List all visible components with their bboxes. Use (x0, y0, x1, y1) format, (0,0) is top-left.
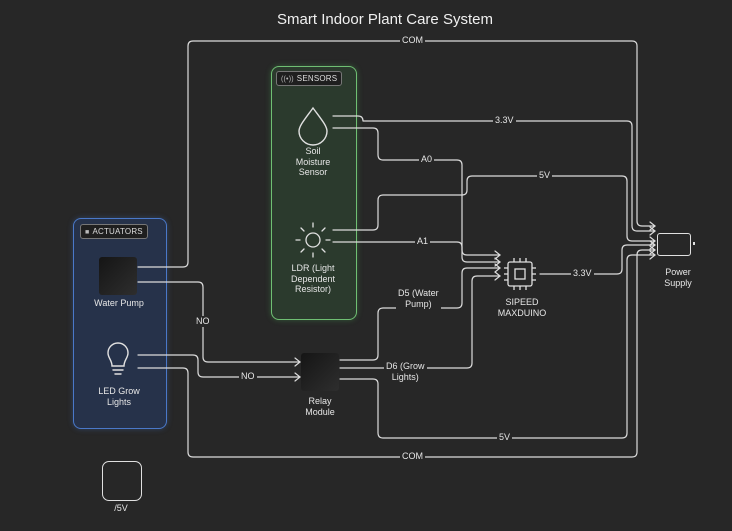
wire-label-5v-ldr: 5V (537, 170, 553, 181)
relay-module-node[interactable] (301, 353, 339, 391)
actuators-group (73, 218, 167, 429)
mcu-label: SIPEED MAXDUINO (497, 297, 547, 318)
wire-label-3v3-mcu: 3.3V (571, 268, 594, 279)
wire-label-d5: D5 (Water Pump) (396, 288, 441, 310)
sensors-badge: ((•))SENSORS (276, 71, 343, 86)
arrow-mcu-4 (494, 271, 501, 281)
water-pump-label: Water Pump (94, 298, 144, 308)
sun-icon (295, 222, 331, 258)
relay-module-label: Relay Module (305, 396, 335, 417)
wire-3v3-soil (332, 115, 656, 232)
wire-label-no-pump: NO (194, 316, 212, 327)
wire-3v3-mcu (539, 244, 656, 275)
wire-label-3v3-soil: 3.3V (493, 115, 516, 126)
arrow-power-3 (649, 236, 656, 246)
lightbulb-icon (107, 342, 129, 375)
wire-label-a1: A1 (415, 236, 431, 247)
power-terminal (693, 242, 695, 245)
water-pump-node[interactable] (99, 257, 137, 295)
arrow-power-6 (649, 250, 656, 260)
wire-5v-ldr (332, 175, 656, 242)
five-volt-label: /5V (114, 503, 128, 513)
water-drop-icon (298, 106, 328, 146)
wire-label-com-top: COM (400, 35, 425, 46)
wire-com-top (137, 40, 656, 268)
radio-waves-icon: ((•)) (281, 76, 294, 83)
ldr-label: LDR (Light Dependent Resistor) (290, 263, 336, 294)
power-supply-node[interactable] (657, 233, 691, 256)
wire-label-a0: A0 (419, 154, 435, 165)
arrow-power-2 (649, 226, 656, 236)
five-volt-node[interactable] (102, 461, 142, 501)
wire-no-led (137, 354, 301, 378)
wire-d6 (339, 275, 501, 369)
sensors-group (271, 66, 357, 320)
microchip-icon (504, 258, 536, 290)
arrow-mcu-1 (494, 250, 501, 260)
wire-d5 (339, 267, 501, 361)
square-icon: ■ (85, 229, 90, 236)
wire-label-no-led: NO (239, 371, 257, 382)
actuators-badge: ■ACTUATORS (80, 224, 148, 239)
soil-moisture-label: Soil Moisture Sensor (295, 146, 331, 177)
led-grow-label: LED Grow Lights (98, 386, 140, 407)
wire-no-pump (137, 281, 301, 363)
power-supply-label: Power Supply (664, 267, 692, 288)
diagram-title: Smart Indoor Plant Care System (277, 11, 493, 28)
wire-label-5v-relay: 5V (497, 432, 513, 443)
wire-label-com-bottom: COM (400, 451, 425, 462)
wire-com-bottom (137, 249, 656, 458)
wire-5v-relay (339, 254, 656, 439)
arrow-mcu-3 (494, 263, 501, 273)
arrow-relay-2 (294, 372, 301, 382)
arrow-relay-1 (294, 357, 301, 367)
wire-label-d6: D6 (Grow Lights) (384, 361, 427, 383)
wire-a1 (332, 241, 501, 263)
